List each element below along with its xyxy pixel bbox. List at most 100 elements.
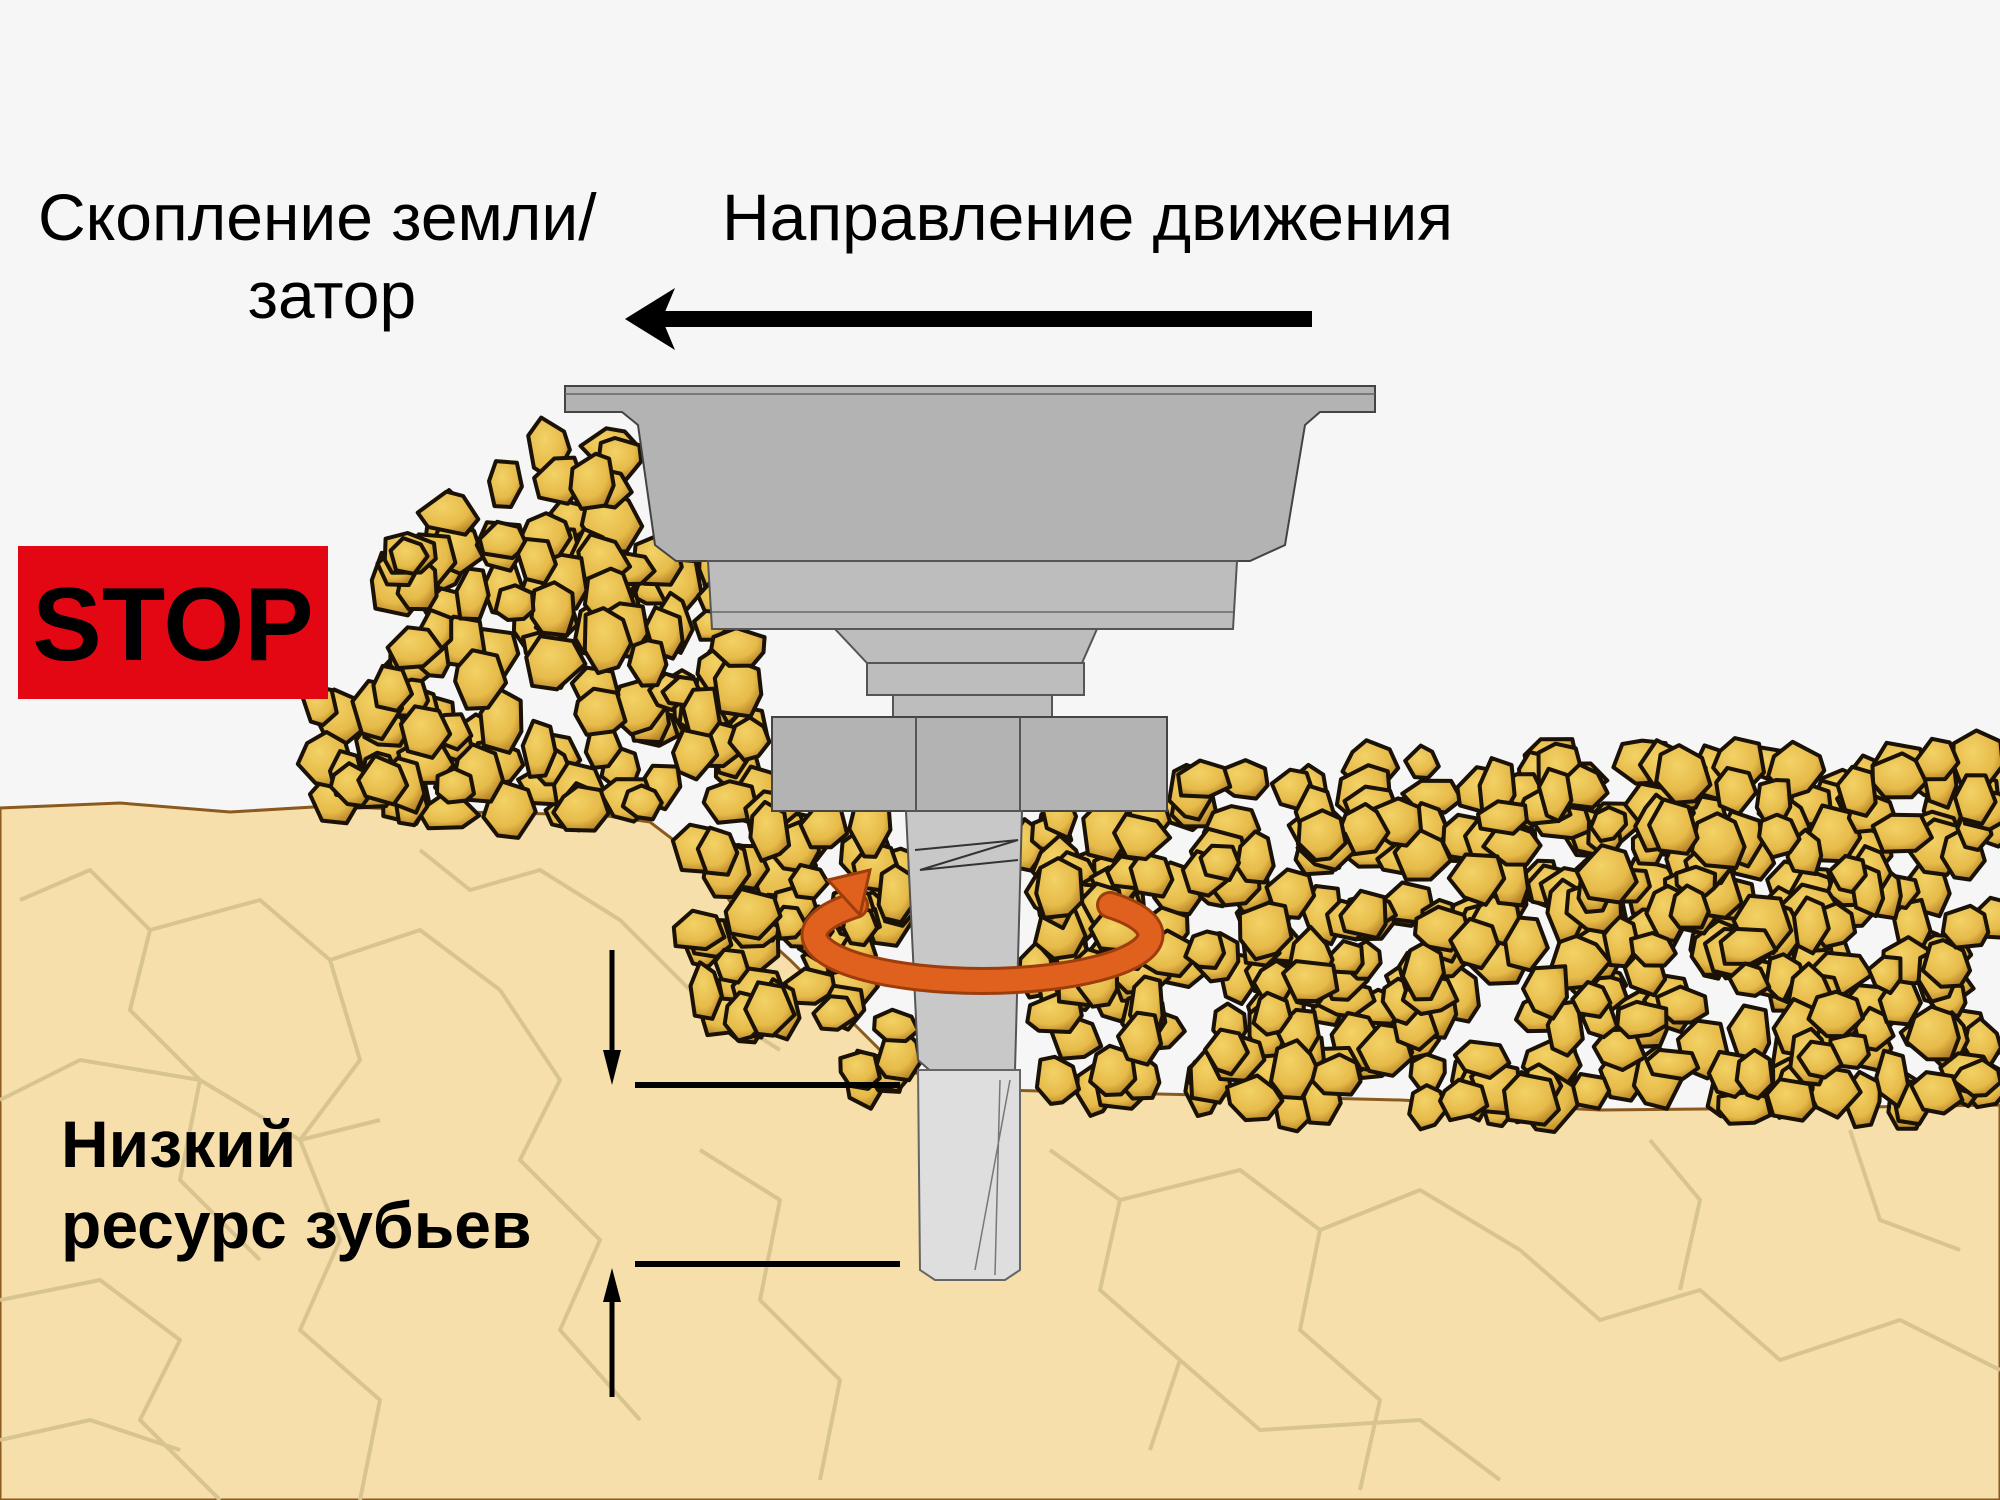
pebble	[1716, 1090, 1773, 1126]
pebble	[1281, 959, 1340, 1004]
pebble	[1338, 888, 1388, 940]
low-wear-label-line2: ресурс зубьев	[61, 1188, 532, 1262]
stump-cutter-head	[564, 385, 1376, 812]
pebble	[1714, 765, 1759, 816]
pebble	[1866, 954, 1903, 996]
pebble	[1183, 929, 1227, 970]
pebble	[1034, 1054, 1081, 1106]
pebble	[493, 583, 536, 622]
pebble	[671, 727, 720, 782]
pebble	[872, 1007, 921, 1044]
pebble	[1537, 766, 1574, 824]
pebble	[1237, 900, 1294, 962]
pebble	[435, 766, 476, 805]
pebble	[1296, 808, 1348, 863]
pebble	[811, 994, 860, 1032]
pebble	[453, 648, 509, 711]
pebble	[1446, 852, 1507, 907]
accumulation-label-line2: затор	[248, 258, 416, 332]
pebble	[520, 718, 558, 779]
pebble	[1202, 1027, 1250, 1077]
pebble	[1403, 743, 1441, 780]
cutting-tooth	[904, 810, 1024, 1281]
direction-label: Направление движения	[722, 180, 1453, 254]
pebble	[1835, 764, 1878, 818]
ground-cracks	[0, 848, 2000, 1500]
pebble	[1034, 856, 1085, 920]
pebble	[1407, 1083, 1450, 1132]
pebble	[1602, 914, 1641, 969]
pebble	[620, 783, 664, 822]
pebble	[1870, 812, 1934, 854]
pebble	[688, 960, 724, 1021]
pebble	[388, 536, 430, 576]
pebble	[1940, 903, 1991, 950]
pebble	[1827, 853, 1868, 895]
pebble	[524, 634, 588, 692]
pebble	[1647, 797, 1700, 856]
pebble	[1644, 1047, 1701, 1081]
pebble	[1128, 850, 1175, 899]
pebble	[788, 862, 831, 901]
pebble	[529, 580, 576, 638]
pebble	[573, 686, 628, 737]
pebble	[1629, 931, 1678, 968]
pebble	[1913, 736, 1961, 782]
pebble	[1452, 1039, 1512, 1080]
pebble	[1251, 990, 1293, 1037]
pebble	[626, 638, 669, 688]
pebble	[1476, 799, 1529, 836]
pebble	[454, 566, 491, 622]
pebble	[582, 606, 633, 676]
pebble	[1791, 895, 1831, 956]
pebble	[1764, 1077, 1817, 1123]
pebble	[1909, 1070, 1965, 1116]
pebble	[1570, 980, 1613, 1019]
pebble	[1116, 1010, 1164, 1067]
pebble	[709, 626, 767, 668]
pebble	[1268, 1038, 1321, 1101]
pebble	[701, 779, 759, 825]
pebble	[1503, 915, 1550, 973]
pebble	[838, 1049, 882, 1091]
pebble	[1727, 961, 1772, 998]
pebble	[515, 537, 558, 586]
pebble	[1521, 964, 1569, 1021]
pebble	[1734, 1047, 1775, 1101]
stop-sign	[18, 546, 328, 699]
pebble	[1198, 843, 1241, 883]
pebble	[551, 784, 611, 833]
pebble	[1400, 941, 1446, 1002]
pebble	[568, 451, 616, 511]
pebble	[876, 863, 916, 925]
pebble	[1757, 812, 1802, 860]
wear-dimension	[603, 950, 900, 1397]
pebble	[487, 459, 524, 509]
pebble	[1655, 984, 1710, 1025]
arrow-left-icon	[625, 288, 1312, 350]
pebble	[723, 887, 783, 941]
pebble	[695, 825, 740, 877]
pebble	[1668, 883, 1711, 930]
pebble	[371, 663, 414, 713]
pebble	[1654, 743, 1713, 805]
pebble	[1588, 805, 1629, 843]
pebble	[712, 655, 764, 719]
pebble	[1225, 1073, 1285, 1123]
pebble	[1438, 1077, 1490, 1123]
pebble	[415, 489, 481, 537]
pebble	[1615, 999, 1669, 1040]
pebble	[1952, 773, 1998, 826]
rotate-icon	[800, 867, 1165, 995]
pebble	[1904, 1004, 1961, 1062]
pebble	[385, 625, 445, 671]
pebble	[671, 908, 727, 952]
pebble	[743, 980, 797, 1038]
pebble	[1806, 989, 1865, 1039]
pebble	[1176, 758, 1233, 799]
accumulation-label-line1: Скопление земли/	[38, 180, 597, 254]
pebble	[1796, 1039, 1844, 1080]
pebble	[1689, 811, 1747, 870]
